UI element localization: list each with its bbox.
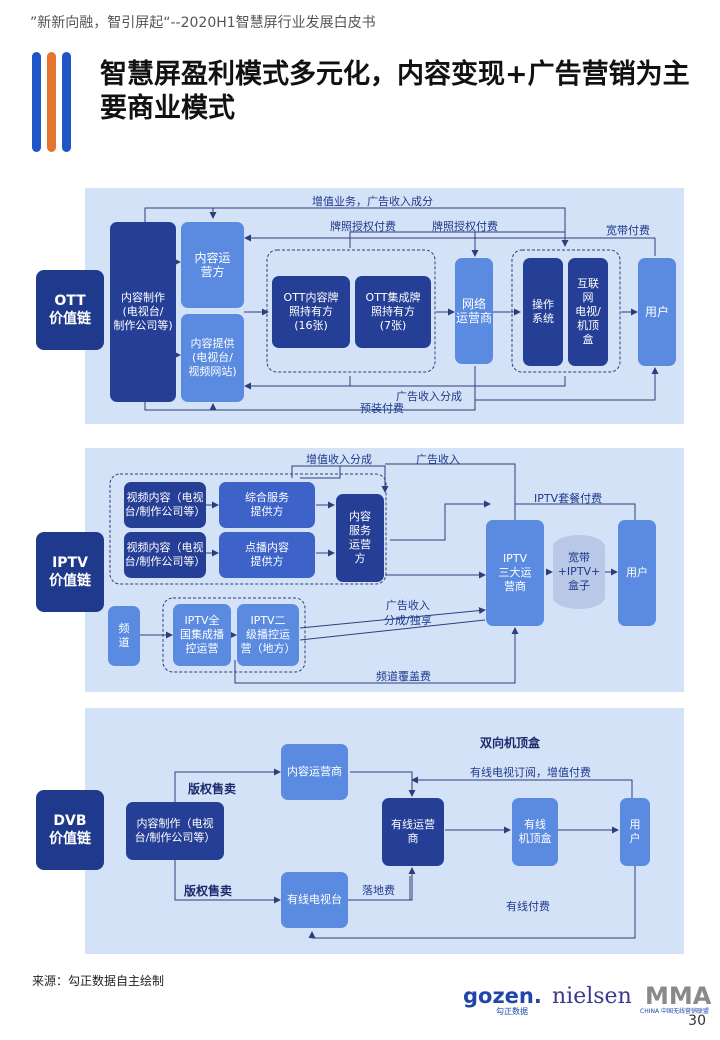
dvb-landing-fee-label: 落地费 — [362, 884, 395, 897]
dvb-copyright-label-1: 版权售卖 — [188, 782, 237, 796]
iptv-video-content-1: 视频内容（电视 台/制作公司等） — [124, 482, 206, 528]
iptv-content-service-operator: 内容 服务 运营 方 — [336, 494, 384, 582]
ott-value-added-label: 增值业务，广告收入成分 — [312, 195, 433, 208]
iptv-vod-provider: 点播内容 提供方 — [219, 532, 315, 578]
dvb-stb-title: 双向机顶盒 — [480, 736, 541, 750]
dvb-copyright-label-2: 版权售卖 — [184, 884, 233, 898]
iptv-ad-income-label: 广告收入 — [416, 453, 460, 466]
iptv-regional-broadcast-ops: IPTV二 级播控运 营（地方） — [237, 604, 299, 666]
iptv-ad-share-label: 广告收入 分成/独享 — [384, 599, 432, 627]
dvb-cable-fee-label: 有线付费 — [506, 900, 550, 913]
ott-preinstall-fee-label: 预装付费 — [360, 402, 404, 415]
ott-broadband-fee-label: 宽带付费 — [606, 224, 650, 237]
accent-bar-3 — [62, 52, 71, 152]
ott-user: 用户 — [638, 258, 676, 366]
gozen-logo: gozen. — [463, 984, 542, 1008]
ott-content-license: OTT内容牌 照持有方 (16张) — [272, 276, 350, 348]
dvb-content-production: 内容制作（电视 台/制作公司等） — [126, 802, 224, 860]
mma-logo-subtitle: CHINA 中国无线营销联盟 — [640, 1008, 709, 1015]
dvb-chain-label: DVB 价值链 — [36, 790, 104, 870]
ott-content-production: 内容制作 (电视台/ 制作公司等) — [110, 222, 176, 402]
ott-content-provider: 内容提供 (电视台/ 视频网站) — [181, 314, 244, 402]
ott-content-operator: 内容运 营方 — [181, 222, 244, 308]
iptv-service-provider: 综合服务 提供方 — [219, 482, 315, 528]
iptv-package-fee-label: IPTV套餐付费 — [534, 492, 603, 505]
accent-bar-2 — [47, 52, 56, 152]
mma-logo: MMA — [645, 982, 712, 1010]
iptv-broadband-box: 宽带 +IPTV+ 盒子 — [553, 535, 605, 609]
iptv-carriers: IPTV 三大运 营商 — [486, 520, 544, 626]
ott-license-fee-label-2: 牌照授权付费 — [432, 220, 498, 233]
iptv-chain-label: IPTV 价值链 — [36, 532, 104, 612]
ott-network-operator: 网络 运营商 — [455, 258, 493, 364]
dvb-cable-stb: 有线 机顶盒 — [512, 798, 558, 866]
iptv-channel-fee-label: 频道覆盖费 — [376, 670, 431, 683]
nielsen-logo: nielsen — [552, 984, 632, 1009]
dvb-subscription-label: 有线电视订阅，增值付费 — [470, 766, 591, 779]
iptv-user: 用户 — [618, 520, 656, 626]
dvb-user: 用 户 — [620, 798, 650, 866]
ott-integration-license: OTT集成牌 照持有方 (7张) — [355, 276, 431, 348]
header-quote: ”新新向融，智引屏起“--2020H1智慧屏行业发展白皮书 — [30, 15, 376, 31]
source-note: 来源：勾正数据自主绘制 — [32, 974, 165, 988]
accent-bar-1 — [32, 52, 41, 152]
gozen-logo-subtitle: 勾正数据 — [496, 1007, 528, 1016]
dvb-content-operator: 内容运营商 — [281, 744, 348, 800]
iptv-value-share-label: 增值收入分成 — [306, 453, 372, 466]
dvb-cable-tv-station: 有线电视台 — [281, 872, 348, 928]
page-title: 智慧屏盈利模式多元化，内容变现+广告营销为主要商业模式 — [100, 59, 690, 124]
page-number: 30 — [688, 1013, 706, 1029]
ott-license-fee-label-1: 牌照授权付费 — [330, 220, 396, 233]
dvb-cable-operator: 有线运营 商 — [382, 798, 444, 866]
iptv-channel: 频 道 — [108, 606, 140, 666]
ott-operating-system: 操作 系统 — [523, 258, 563, 366]
ott-ad-share-label: 广告收入分成 — [396, 390, 462, 403]
ott-internet-tv-device: 互联 网 电视/ 机顶 盒 — [568, 258, 608, 366]
iptv-video-content-2: 视频内容（电视 台/制作公司等） — [124, 532, 206, 578]
ott-chain-label: OTT 价值链 — [36, 270, 104, 350]
iptv-national-broadcast-ops: IPTV全 国集成播 控运营 — [173, 604, 231, 666]
